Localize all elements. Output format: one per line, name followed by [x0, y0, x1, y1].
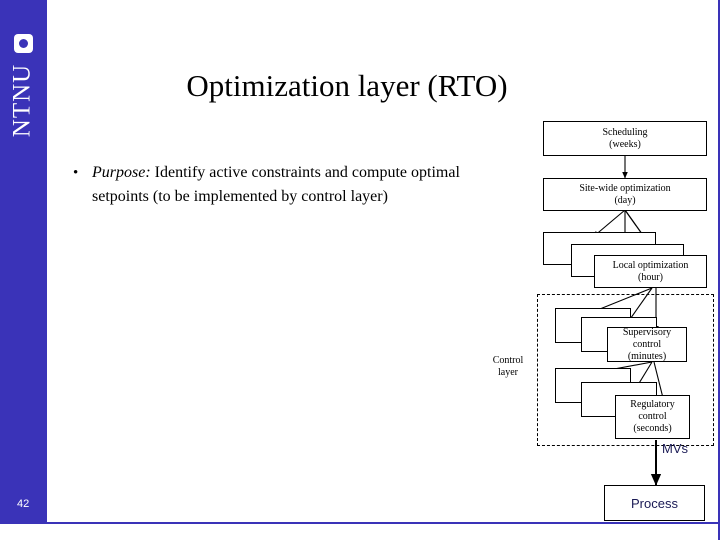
bullet-item-purpose: Purpose: Identify active constraints and… [92, 161, 490, 209]
control-layer-region [537, 294, 714, 446]
footer-rule [47, 522, 718, 524]
purpose-label: Purpose: [92, 164, 151, 181]
box-process: Process [604, 485, 705, 521]
box-scheduling: Scheduling (weeks) [543, 121, 707, 156]
ntnu-logo-mark-icon [14, 34, 33, 53]
page-number: 42 [17, 498, 30, 510]
box-regulatory-control: Regulatory control (seconds) [615, 395, 690, 439]
control-hierarchy-diagram: Control layer [480, 110, 718, 525]
control-layer-label: Control layer [492, 355, 524, 378]
purpose-text: Identify active constraints and compute … [92, 164, 460, 205]
sidebar: NTNU 42 [0, 0, 47, 524]
box-local-optimization: Local optimization (hour) [594, 255, 707, 288]
box-site-wide-optimization: Site-wide optimization (day) [543, 178, 707, 211]
box-supervisory-control: Supervisory control (minutes) [607, 327, 687, 362]
bullet-marker: • [73, 165, 79, 181]
ntnu-logo-text: NTNU [8, 63, 36, 138]
mvs-label: MVs [662, 441, 688, 456]
page-title: Optimization layer (RTO) [186, 68, 508, 103]
ntnu-logo: NTNU [0, 34, 47, 149]
bullet-list: • Purpose: Identify active constraints a… [70, 161, 490, 209]
